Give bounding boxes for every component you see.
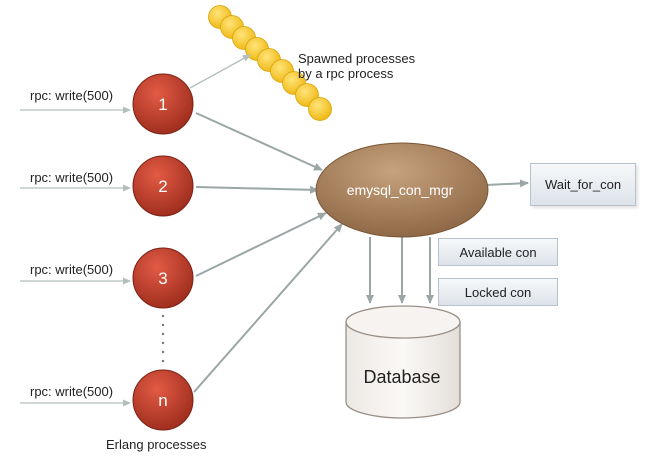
- spawned-process-chain: [208, 5, 332, 121]
- rpc-call-label-1: rpc: write(500): [30, 88, 114, 103]
- available-con-box: Available con: [438, 238, 558, 266]
- wait-for-con-box: Wait_for_con: [530, 163, 636, 206]
- available-con-label: Available con: [459, 244, 537, 260]
- spawn-arrow: [189, 54, 251, 89]
- process-node-3: [132, 247, 194, 309]
- wait-for-con-label: Wait_for_con: [544, 177, 622, 192]
- connection-manager: [315, 142, 489, 238]
- process-node-n-label: n: [158, 391, 167, 410]
- node-n-to-manager-arrow: [193, 223, 343, 393]
- manager-to-wait-arrow: [485, 179, 529, 188]
- process-node-1: [132, 73, 194, 135]
- rpc-call-label-n: rpc: write(500): [30, 384, 114, 399]
- spawned-label-line-1: Spawned processes: [298, 51, 416, 66]
- database-cylinder: [345, 305, 461, 419]
- spawned-process: [308, 97, 332, 121]
- process-node-2-label: 2: [158, 177, 167, 196]
- node-2-to-manager-arrow: [195, 185, 319, 194]
- process-node-n: [132, 369, 194, 431]
- process-node-3-label: 3: [158, 269, 167, 288]
- locked-con-box: Locked con: [438, 278, 558, 306]
- connection-manager-label: emysql_con_mgr: [347, 182, 454, 198]
- database-label: Database: [363, 367, 440, 387]
- rpc-call-label-2: rpc: write(500): [30, 170, 114, 185]
- node-3-to-manager-arrow: [195, 212, 327, 277]
- ellipsis-dots: [161, 314, 165, 363]
- process-node-1-label: 1: [158, 95, 167, 114]
- node-1-to-manager-arrow: [195, 112, 323, 171]
- spawned-label-line-2: by a rpc process: [298, 66, 394, 81]
- rpc-call-label-3: rpc: write(500): [30, 262, 114, 277]
- process-node-2: [132, 155, 194, 217]
- locked-con-label: Locked con: [464, 284, 532, 300]
- erlang-processes-caption: Erlang processes: [106, 437, 207, 452]
